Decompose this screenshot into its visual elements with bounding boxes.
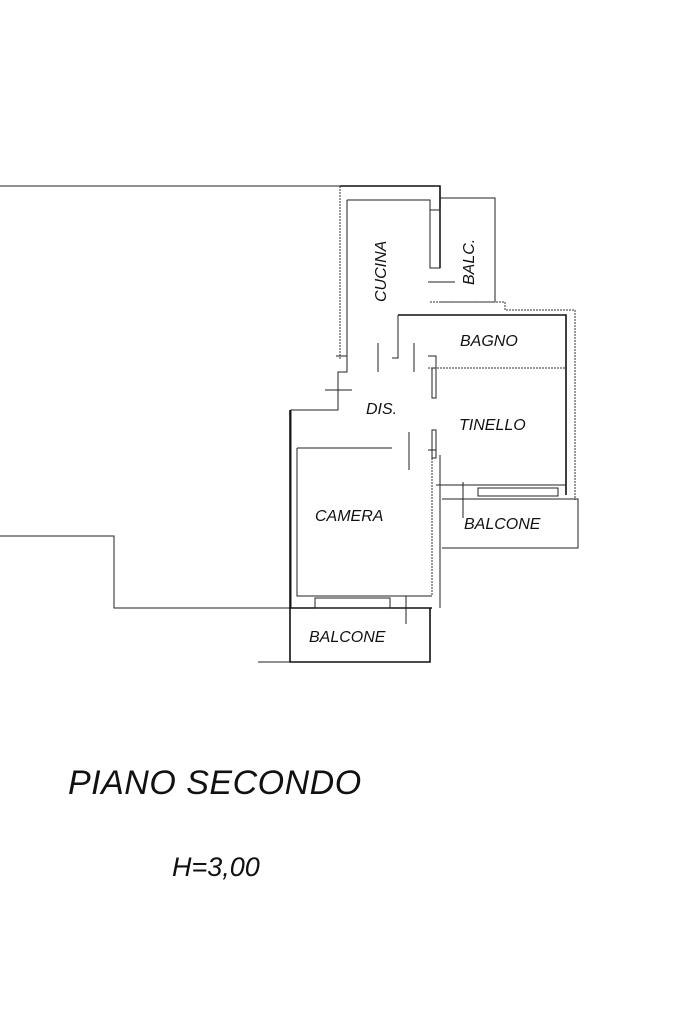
- tinello-walls: [408, 367, 566, 518]
- room-label-balc: BALC.: [461, 239, 478, 285]
- room-label-camera: CAMERA: [315, 508, 383, 525]
- room-label-tinello: TINELLO: [459, 417, 526, 434]
- exterior-walls: [289, 185, 441, 609]
- adjacent-building-outline: [0, 185, 340, 609]
- balcony-right: [442, 498, 579, 549]
- room-label-cucina: CUCINA: [373, 241, 390, 302]
- ceiling-height-note: H=3,00: [172, 852, 260, 882]
- bathroom-walls: [377, 301, 576, 500]
- room-label-dis: DIS.: [366, 401, 397, 418]
- room-label-bagno: BAGNO: [460, 333, 518, 350]
- room-label-balcone-right: BALCONE: [464, 516, 541, 533]
- floor-title: PIANO SECONDO: [68, 764, 362, 802]
- room-label-balcone-bottom: BALCONE: [309, 629, 386, 646]
- balcony-bottom: [258, 596, 431, 663]
